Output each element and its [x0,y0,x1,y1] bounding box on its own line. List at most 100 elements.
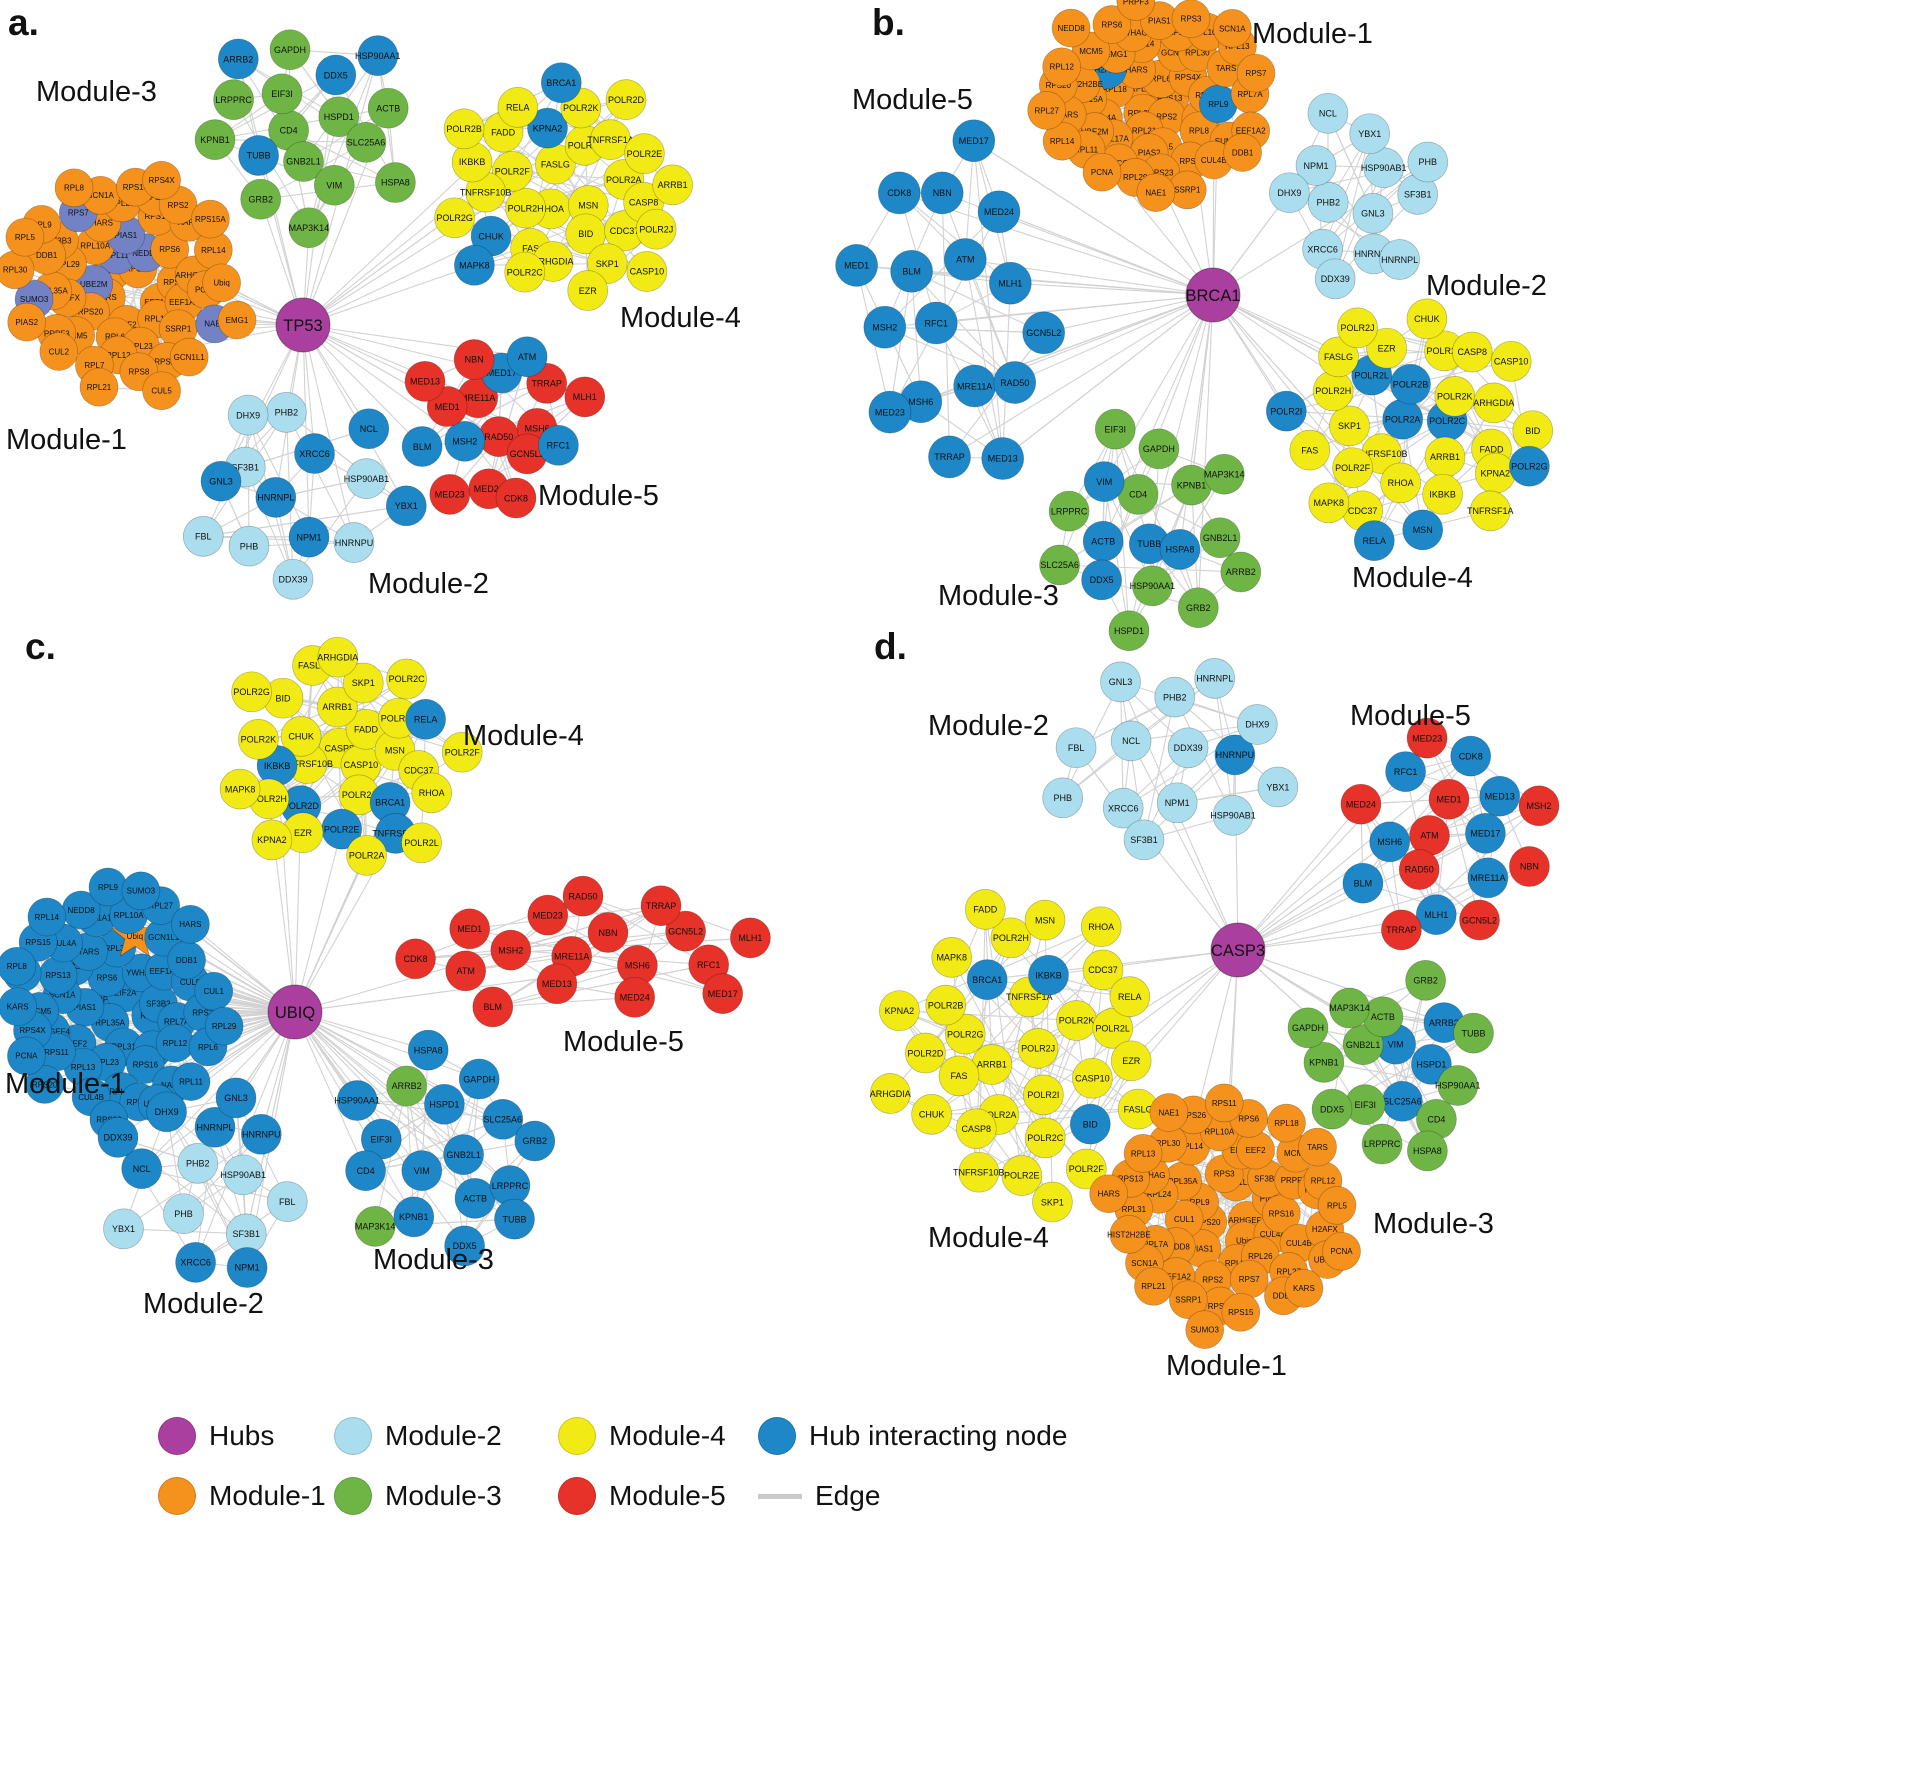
node-label: POLR2D [1426,346,1463,356]
node-BRCA1: BRCA1 [540,62,582,104]
node-circle [993,361,1037,404]
node-label: FAS [1301,445,1318,455]
node-label: XRCC6 [1307,244,1338,254]
node-label: NCL [133,1164,151,1174]
node-label: RPS7 [1239,1275,1260,1284]
node-label: HIST2H2BE [1107,1230,1151,1239]
node-GAPDH: GAPDH [458,1058,500,1100]
node-GNL3: GNL3 [1352,193,1394,234]
node-TNFRSF1A: TNFRSF1A [1467,490,1514,532]
module-label-UBIQ-Module-3: Module-3 [373,1244,494,1276]
node-POLR2J: POLR2J [635,208,677,250]
node-label: UBE2M [80,280,108,289]
node-label: ATM [518,352,536,362]
node-DHX9: DHX9 [146,1091,187,1133]
node-label: VIM [414,1166,430,1176]
node-circle [640,885,682,927]
node-RPS16: RPS16 [126,1045,165,1084]
node-POLR2J: POLR2J [1337,307,1378,349]
node-RPS11: RPS11 [1204,1083,1244,1123]
node-label: EEF2 [1246,1146,1267,1155]
node-label: CASP10 [344,760,379,770]
node-ARHGDIA: ARHGDIA [1473,382,1515,424]
node-MED1: MED1 [1428,778,1470,820]
node-label: YWHAG [1117,29,1147,38]
node-circle [1473,382,1515,424]
node-circle [1024,1117,1066,1159]
node-TRRAP: TRRAP [1381,909,1422,951]
node-RAD50: RAD50 [993,361,1037,404]
node-label: MED23 [1412,733,1442,743]
node-circle [1042,777,1084,819]
module-label-CASP3-Module-3: Module-3 [1373,1208,1494,1240]
node-circle [1156,782,1198,824]
node-NEDD8: NEDD8 [1051,8,1091,48]
node-circle [7,1036,46,1076]
node-circle [1379,239,1420,280]
node-SLC25A6: SLC25A6 [482,1098,524,1140]
module-label-CASP3-Module-2: Module-2 [928,710,1049,742]
node-POLR2B: POLR2B [1390,363,1431,405]
node-circle [238,135,279,176]
node-label: MLH1 [998,278,1022,288]
node-label: CUL1 [1174,1215,1195,1224]
node-label: CUL4A [1260,1230,1286,1239]
node-RPL21: RPL21 [1134,1266,1173,1306]
node-label: RPL27 [110,199,135,208]
node-label: CUL2 [49,347,70,356]
node-VIM: VIM [1083,461,1125,502]
hub_interacting-swatch [758,1417,796,1455]
node-HSP90AB1: HSP90AB1 [344,458,389,499]
node-label: TNFRSF10B [281,759,333,769]
node-label: RPL10A [80,242,110,251]
node-GAPDH: GAPDH [1287,1007,1329,1049]
node-circle [514,1120,556,1162]
node-circle [958,1151,1000,1193]
node-label: DDB1 [1273,1292,1295,1301]
node-label: UBE2M [1081,127,1109,136]
node-label: NPM1 [296,532,321,542]
node-RPS3: RPS3 [1171,0,1211,39]
node-label: RPL30 [1185,48,1210,57]
node-label: NEDD8 [1058,24,1086,33]
node-PCNA: PCNA [1082,152,1122,192]
node-HSP90AA1: HSP90AA1 [355,35,401,76]
node-POLR2J: POLR2J [1017,1028,1059,1069]
hub-BRCA1: BRCA1 [1185,267,1241,323]
node-label: CDK8 [504,493,528,503]
node-circle [587,912,629,953]
node-label: RPL5 [15,233,36,242]
node-NBN: NBN [587,912,629,953]
node-label: TRRAP [531,379,562,389]
node-KPNB1: KPNB1 [194,119,236,160]
node-circle [988,261,1032,305]
node-label: HSPD1 [1114,626,1144,636]
node-label: KARS [1056,111,1078,120]
node-label: CUL4A [51,939,77,948]
node-MED1: MED1 [449,908,491,950]
node-label: MAP3K14 [355,1222,396,1232]
node-label: RPL26 [1248,1252,1273,1261]
node-ACTB: ACTB [1082,520,1124,562]
node-circle [1082,949,1124,991]
node-label: NAE1 [204,320,225,329]
node-label: TNFRSF1A [1467,506,1514,516]
node-MAPK8: MAPK8 [219,768,261,810]
node-label: RPL11 [1074,145,1098,154]
node-label: FASLG [1324,352,1353,362]
node-label: SKP1 [596,259,619,269]
node-label: MED24 [984,207,1014,217]
node-MED23: MED23 [429,474,471,515]
node-circle [444,1225,485,1267]
node-GNL3: GNL3 [200,460,242,502]
node-HNRNPL: HNRNPL [1194,658,1236,699]
node-label: POLR2B [928,1000,964,1010]
node-label: MLH1 [1424,910,1448,920]
node-label: MED17 [487,368,517,378]
node-circle [1123,1134,1163,1173]
node-circle [313,164,355,206]
node-label: POLR2E [324,824,360,834]
node-label: HSP90AB1 [1210,811,1256,821]
node-BID: BID [262,677,304,719]
node-label: RPL5 [1327,1201,1348,1210]
